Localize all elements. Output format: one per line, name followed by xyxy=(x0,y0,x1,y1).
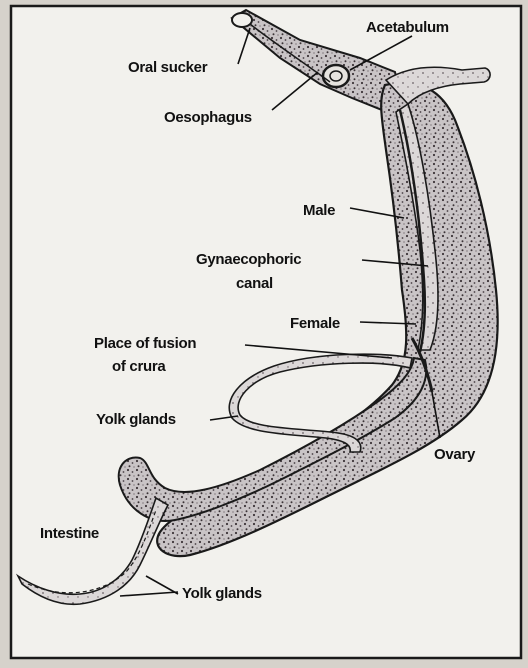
acetabulum xyxy=(323,65,349,87)
label-oral-sucker: Oral sucker xyxy=(128,59,208,76)
label-acetabulum: Acetabulum xyxy=(366,19,449,36)
label-gynaecophoric-canal: canal xyxy=(236,275,273,292)
label-place-of-fusion: Place of fusion xyxy=(94,335,196,352)
label-yolk-glands-upper: Yolk glands xyxy=(96,411,176,428)
label-gynaecophoric: Gynaecophoric xyxy=(196,251,301,268)
label-yolk-glands-lower: Yolk glands xyxy=(182,585,262,602)
label-ovary: Ovary xyxy=(434,446,476,463)
label-of-crura: of crura xyxy=(112,358,166,375)
label-male: Male xyxy=(303,202,335,219)
label-intestine: Intestine xyxy=(40,525,99,542)
label-oesophagus: Oesophagus xyxy=(164,109,252,126)
oral-sucker xyxy=(232,13,252,27)
label-female: Female xyxy=(290,315,340,332)
